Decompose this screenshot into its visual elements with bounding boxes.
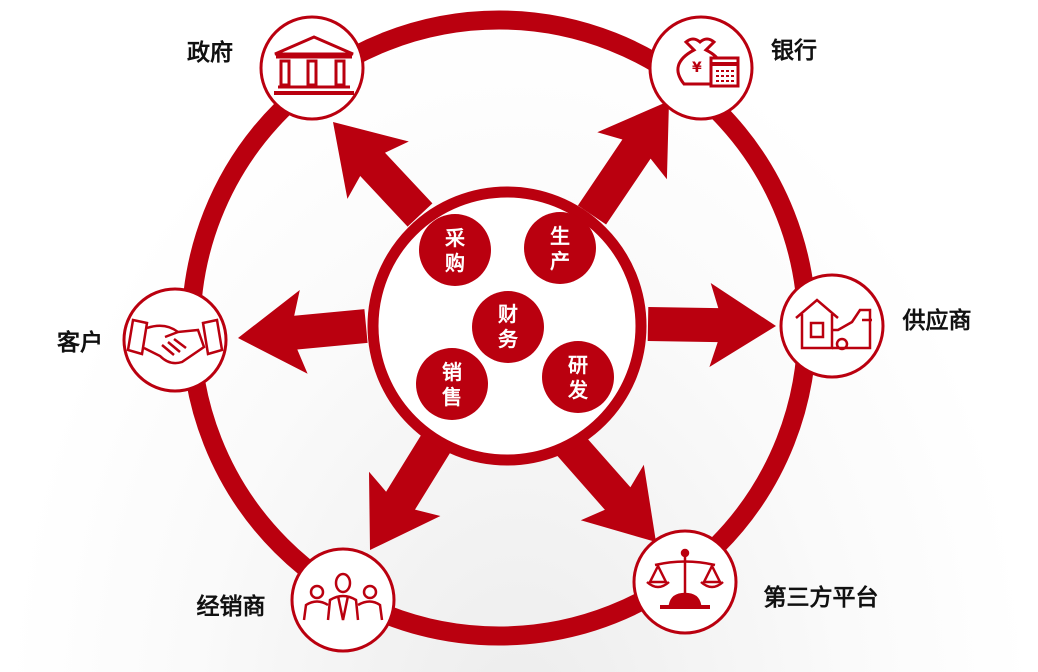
- dept-rnd-line2: 发: [567, 378, 589, 402]
- balance-scale-icon: [646, 548, 724, 609]
- node-third-party: [632, 529, 738, 635]
- dept-finance-line1: 财: [498, 302, 518, 326]
- arrow-to-government: [333, 122, 433, 227]
- node-customer: [122, 287, 228, 393]
- handshake-icon: [126, 318, 224, 365]
- node-supplier: [779, 273, 885, 379]
- arrow-to-customer: [238, 290, 368, 374]
- dept-sales: 销 售: [416, 348, 488, 420]
- money-bag-calculator-icon: ¥: [676, 37, 740, 88]
- dept-production-line1: 生: [550, 224, 570, 248]
- dept-sales-line1: 销: [442, 360, 462, 384]
- arrow-to-bank: [577, 101, 669, 225]
- label-third-party: 第三方平台: [764, 584, 879, 611]
- dept-production: 生 产: [524, 212, 596, 284]
- dept-production-line2: 产: [550, 249, 570, 273]
- arrow-to-supplier: [647, 283, 776, 367]
- label-distributor: 经销商: [197, 593, 266, 620]
- dept-finance-line2: 务: [498, 327, 519, 351]
- arrow-to-distributor: [369, 423, 458, 550]
- label-supplier: 供应商: [902, 307, 972, 334]
- label-customer: 客户: [57, 329, 103, 356]
- dept-sales-line2: 售: [442, 385, 462, 409]
- svg-text:¥: ¥: [692, 60, 702, 76]
- node-government: [259, 15, 365, 121]
- label-government: 政府: [187, 39, 233, 66]
- dept-rnd: 研 发: [542, 341, 614, 413]
- dept-purchasing: 采 购: [419, 214, 491, 286]
- node-bank: ¥: [648, 15, 754, 121]
- dept-rnd-line1: 研: [568, 353, 588, 377]
- people-group-icon: [302, 572, 384, 621]
- house-truck-icon: [795, 298, 872, 351]
- government-building-icon: [274, 35, 354, 95]
- dept-purchasing-line2: 购: [445, 251, 465, 275]
- arrows: [238, 101, 776, 550]
- label-bank: 银行: [771, 37, 817, 64]
- dept-finance: 财 务: [472, 291, 544, 363]
- node-distributor: [290, 547, 396, 653]
- dept-purchasing-line1: 采: [445, 226, 465, 250]
- arrow-to-third-party: [553, 428, 656, 542]
